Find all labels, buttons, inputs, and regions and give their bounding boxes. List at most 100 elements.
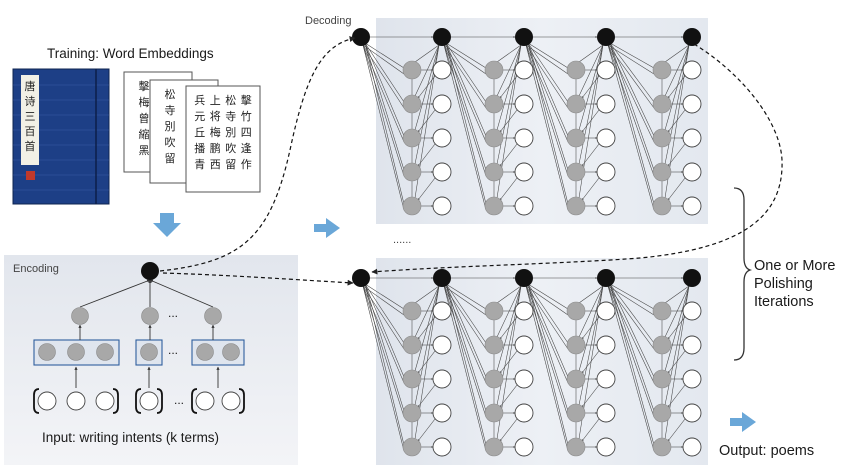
input-node bbox=[95, 391, 115, 411]
decoder-output-node bbox=[682, 94, 702, 114]
decoder-edge bbox=[527, 42, 569, 103]
manuscript-column: 擊梅曾縮黑 bbox=[139, 79, 150, 157]
input-label: Input: writing intents (k terms) bbox=[42, 430, 219, 445]
decoder-hidden-node bbox=[402, 403, 422, 423]
decoder-output-node bbox=[682, 301, 702, 321]
decoder-edge bbox=[445, 283, 487, 446]
decoder-edge bbox=[364, 42, 405, 69]
decoder-edge bbox=[578, 44, 604, 63]
decoder-edge bbox=[443, 44, 487, 177]
input-node bbox=[139, 391, 159, 411]
decoding-panel-bottom bbox=[376, 258, 708, 465]
decoder-edge bbox=[525, 285, 569, 350]
decoder-state-node bbox=[515, 28, 533, 46]
decoder-edge bbox=[496, 285, 522, 372]
decoder-edge bbox=[525, 44, 569, 143]
decoder-output-node bbox=[432, 196, 452, 216]
input-bracket bbox=[238, 388, 245, 414]
decoder-state-node bbox=[683, 28, 701, 46]
decoder-edge bbox=[364, 283, 405, 344]
decoder-edge bbox=[364, 283, 405, 412]
decoder-edge bbox=[527, 283, 569, 378]
decoder-output-node bbox=[682, 335, 702, 355]
decoder-output-node bbox=[514, 94, 534, 114]
input-node bbox=[37, 391, 57, 411]
right-arrow-icon bbox=[314, 218, 340, 238]
decoder-edge bbox=[496, 44, 522, 97]
decoder-edge bbox=[414, 285, 440, 372]
decoder-edge bbox=[667, 418, 686, 442]
polish-line-3: Iterations bbox=[754, 294, 814, 310]
decoder-edge bbox=[667, 350, 686, 374]
decoder-edge bbox=[364, 42, 405, 103]
decoder-output-node bbox=[514, 196, 534, 216]
decoder-edge bbox=[414, 44, 440, 63]
decoder-edge bbox=[527, 42, 569, 137]
decoder-hidden-node bbox=[566, 196, 586, 216]
decoder-output-node bbox=[596, 196, 616, 216]
decoder-output-node bbox=[596, 128, 616, 148]
decoder-edge bbox=[414, 44, 440, 131]
encoder-ellipsis: ... bbox=[168, 306, 178, 320]
embedding-node bbox=[140, 343, 158, 361]
decoder-hidden-node bbox=[566, 403, 586, 423]
decoder-edge bbox=[417, 177, 436, 201]
decoder-hidden-node bbox=[402, 128, 422, 148]
decoder-hidden-node bbox=[402, 94, 422, 114]
decoder-edge bbox=[362, 285, 405, 384]
decoder-edge bbox=[607, 44, 655, 143]
decoder-edge bbox=[527, 283, 569, 446]
decoder-hidden-node bbox=[566, 369, 586, 389]
decoder-edge bbox=[417, 418, 436, 442]
decoder-edge bbox=[609, 283, 655, 446]
encoder-ellipsis: ... bbox=[168, 343, 178, 357]
decoder-edge bbox=[445, 283, 487, 378]
decoder-edge bbox=[581, 109, 600, 133]
decoder-output-node bbox=[432, 128, 452, 148]
decoder-output-node bbox=[682, 128, 702, 148]
decoder-edge bbox=[364, 42, 405, 137]
decoder-output-node bbox=[514, 437, 534, 457]
output-label: Output: poems bbox=[719, 443, 814, 459]
manuscript-column: 松寺別吹留 bbox=[225, 93, 236, 171]
encoder-network: ......... bbox=[33, 262, 245, 414]
decoder-hidden-node bbox=[484, 403, 504, 423]
decoder-edge bbox=[443, 285, 487, 316]
decoder-edge bbox=[581, 177, 600, 201]
decoder-hidden-node bbox=[566, 437, 586, 457]
decoder-edge bbox=[417, 350, 436, 374]
decoder-edge bbox=[362, 285, 405, 452]
decoder-edge bbox=[525, 285, 569, 418]
decoder-output-node bbox=[514, 301, 534, 321]
decoder-hidden-node bbox=[484, 94, 504, 114]
decoder-hidden-node bbox=[484, 128, 504, 148]
decoder-edge bbox=[364, 283, 405, 446]
decoder-state-node bbox=[597, 28, 615, 46]
decoder-output-node bbox=[514, 403, 534, 423]
decoder-edge bbox=[445, 283, 487, 412]
decoder-edge bbox=[362, 285, 405, 350]
decoder-hidden-node bbox=[402, 437, 422, 457]
input-bracket bbox=[112, 388, 119, 414]
decoder-hidden-node bbox=[402, 335, 422, 355]
decoder-state-node bbox=[683, 269, 701, 287]
polishing-feedback-connector bbox=[371, 43, 783, 275]
manuscript-column: 松寺別吹留 bbox=[165, 87, 176, 165]
decoder-hidden-node bbox=[652, 335, 672, 355]
decoder-edge bbox=[496, 44, 522, 131]
decoder-edge bbox=[525, 44, 569, 177]
decoder-edge bbox=[364, 42, 405, 205]
poetry-book-icon: 唐诗三百首 bbox=[12, 68, 110, 205]
decoder-edge bbox=[578, 44, 604, 131]
decoder-state-node bbox=[433, 28, 451, 46]
decoder-edge bbox=[362, 44, 405, 143]
decoder-edge bbox=[609, 42, 655, 69]
hidden-node bbox=[71, 307, 89, 325]
decoder-output-node bbox=[682, 196, 702, 216]
book-title: 唐诗三百首 bbox=[25, 79, 36, 153]
decoder-edge bbox=[527, 283, 569, 412]
decoder-edge bbox=[496, 44, 522, 63]
decoder-output-node bbox=[514, 60, 534, 80]
decoder-edge bbox=[443, 285, 487, 418]
decoder-edge bbox=[667, 109, 686, 133]
